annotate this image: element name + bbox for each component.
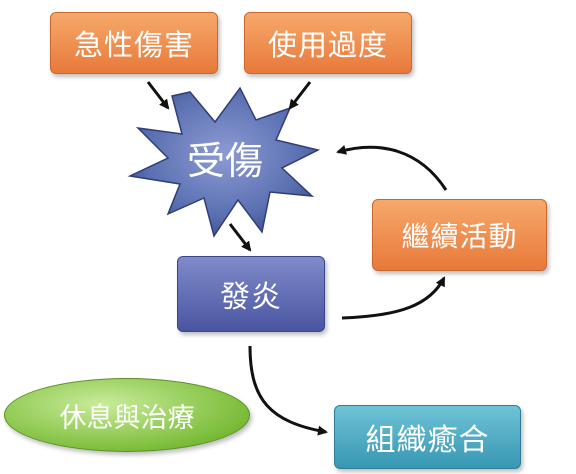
inflammation-label: 發炎 <box>220 280 282 315</box>
arrow-inflammation-to-healing <box>248 345 328 436</box>
acute-injury-box: 急性傷害 <box>50 12 218 74</box>
tissue-healing-box: 組織癒合 <box>334 405 521 469</box>
arrow-acute-to-injury <box>146 81 170 110</box>
injury-label: 受傷 <box>186 139 263 183</box>
arrow-inflammation-to-continue <box>341 276 446 320</box>
inflammation-box: 發炎 <box>177 256 325 332</box>
overuse-box: 使用過度 <box>244 12 412 74</box>
arrow-overuse-to-injury <box>288 81 312 110</box>
rest-treatment-label: 休息與治療 <box>59 402 195 434</box>
arrow-continue-to-injury <box>336 144 448 191</box>
overuse-label: 使用過度 <box>267 28 388 62</box>
rest-treatment-oval: 休息與治療 <box>4 378 250 452</box>
acute-injury-label: 急性傷害 <box>73 28 194 62</box>
continue-activity-label: 繼續活動 <box>401 220 518 253</box>
arrow-injury-to-inflammation <box>228 223 252 252</box>
continue-activity-box: 繼續活動 <box>372 199 547 271</box>
tissue-healing-label: 組織癒合 <box>365 423 490 458</box>
injury-burst-shape <box>127 86 321 238</box>
